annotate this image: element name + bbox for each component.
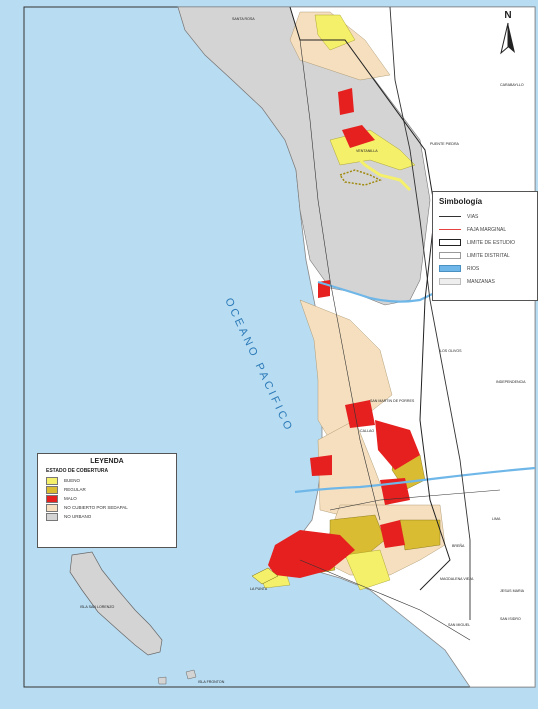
place-label: ISLA FRONTON xyxy=(198,680,225,684)
place-label: JESUS MARIA xyxy=(500,589,525,593)
leyenda-label: NO URBANO xyxy=(64,514,92,519)
rio-rimac xyxy=(294,466,536,494)
place-label: SAN MIGUEL xyxy=(448,623,470,627)
leyenda-label: BUENO xyxy=(64,478,81,483)
place-label: PUENTE PIEDRA xyxy=(430,142,460,146)
leyenda-item-malo: MALO xyxy=(46,494,176,503)
leyenda-subtitle: ESTADO DE COBERTURA xyxy=(46,468,109,474)
place-label: MAGDALENA VIEJA xyxy=(440,577,474,581)
isla-san-lorenzo xyxy=(69,551,163,656)
simbologia-item-manzanas: MANZANAS xyxy=(439,275,537,288)
malo-zone-4 xyxy=(345,400,375,428)
simbologia-item-vias: VIAS xyxy=(439,210,537,223)
simbologia-item-faja: FAJA MARGINAL xyxy=(439,223,537,236)
malo-zone-2 xyxy=(342,125,375,148)
north-arrow-icon xyxy=(500,22,515,55)
isla-fronton xyxy=(185,669,197,680)
place-label: SAN ISIDRO xyxy=(500,617,521,621)
malo-zone-5 xyxy=(375,420,420,470)
line-symbol xyxy=(439,226,461,233)
fill-symbol xyxy=(439,265,461,272)
via-panamericana xyxy=(389,6,471,620)
simbologia-item-limite-estudio: LIMITE DE ESTUDIO xyxy=(439,236,537,249)
leyenda-title: LEYENDA xyxy=(90,458,124,465)
simbologia-label: LIMITE DISTRITAL xyxy=(467,252,510,259)
line-symbol xyxy=(439,213,461,220)
place-label: SAN MARTIN DE PORRES xyxy=(370,399,415,403)
place-label: CALLAO xyxy=(360,429,374,433)
place-label: LOS OLIVOS xyxy=(440,349,462,353)
place-label: VENTANILLA xyxy=(356,149,378,153)
place-label: ISLA SAN LORENZO xyxy=(80,605,115,609)
box-symbol xyxy=(439,252,461,259)
leyenda-panel: LEYENDA ESTADO DE COBERTURA BUENO REGULA… xyxy=(37,453,177,548)
leyenda-item-no-cubierto: NO CUBIERTO POR SEDAPAL xyxy=(46,503,176,512)
malo-zone-8 xyxy=(268,530,355,578)
place-label: SANTA ROSA xyxy=(232,17,255,21)
malo-zone-9 xyxy=(380,520,405,548)
simbologia-label: VIAS xyxy=(467,213,479,220)
regular-zone-4 xyxy=(399,519,441,551)
fill-symbol xyxy=(439,278,461,285)
place-label: CARABAYLLO xyxy=(500,83,524,87)
simbologia-item-rios: RIOS xyxy=(439,262,537,275)
la-punta xyxy=(251,567,279,585)
place-label: LIMA xyxy=(492,517,501,521)
simbologia-label: FAJA MARGINAL xyxy=(467,226,507,233)
simbologia-label: LIMITE DE ESTUDIO xyxy=(467,239,516,246)
leyenda-item-bueno: BUENO xyxy=(46,476,176,485)
via-costa xyxy=(299,39,381,521)
color-swatch xyxy=(46,494,58,503)
north-label: N xyxy=(504,10,512,21)
leyenda-label: REGULAR xyxy=(64,487,86,492)
color-swatch xyxy=(46,512,58,521)
limite-estudio-line xyxy=(289,6,451,591)
leyenda-item-regular: REGULAR xyxy=(46,485,176,494)
simbologia-title: Simbología xyxy=(439,197,483,206)
simbologia-label: MANZANAS xyxy=(467,278,495,285)
color-swatch xyxy=(46,503,58,512)
bueno-zone-1 xyxy=(314,14,356,51)
leyenda-item-no-urbano: NO URBANO xyxy=(46,512,176,521)
place-label: LA PUNTA xyxy=(250,587,268,591)
place-labels: SANTA ROSA CARABAYLLO PUENTE PIEDRA VENT… xyxy=(80,17,526,684)
malo-zone-6 xyxy=(310,455,332,476)
malo-zone-1 xyxy=(338,88,354,115)
via-sur xyxy=(299,559,471,641)
regular-loop xyxy=(338,169,382,186)
north-arrow: N xyxy=(493,10,523,58)
bueno-zone-3 xyxy=(344,549,391,591)
place-label: INDEPENDENCIA xyxy=(496,380,526,384)
via-diagonal xyxy=(329,489,501,511)
color-swatch xyxy=(46,476,58,485)
simbologia-panel: Simbología VIAS FAJA MARGINAL LIMITE DE … xyxy=(432,191,538,301)
color-swatch xyxy=(46,485,58,494)
isla-palomino xyxy=(157,676,167,685)
place-label: BREÑA xyxy=(452,543,465,548)
box-symbol xyxy=(439,239,461,246)
leyenda-label: MALO xyxy=(64,496,77,501)
bueno-linear-zone xyxy=(348,148,412,192)
leyenda-label: NO CUBIERTO POR SEDAPAL xyxy=(64,505,128,510)
simbologia-item-limite-distrital: LIMITE DISTRITAL xyxy=(439,249,537,262)
simbologia-label: RIOS xyxy=(467,265,480,272)
